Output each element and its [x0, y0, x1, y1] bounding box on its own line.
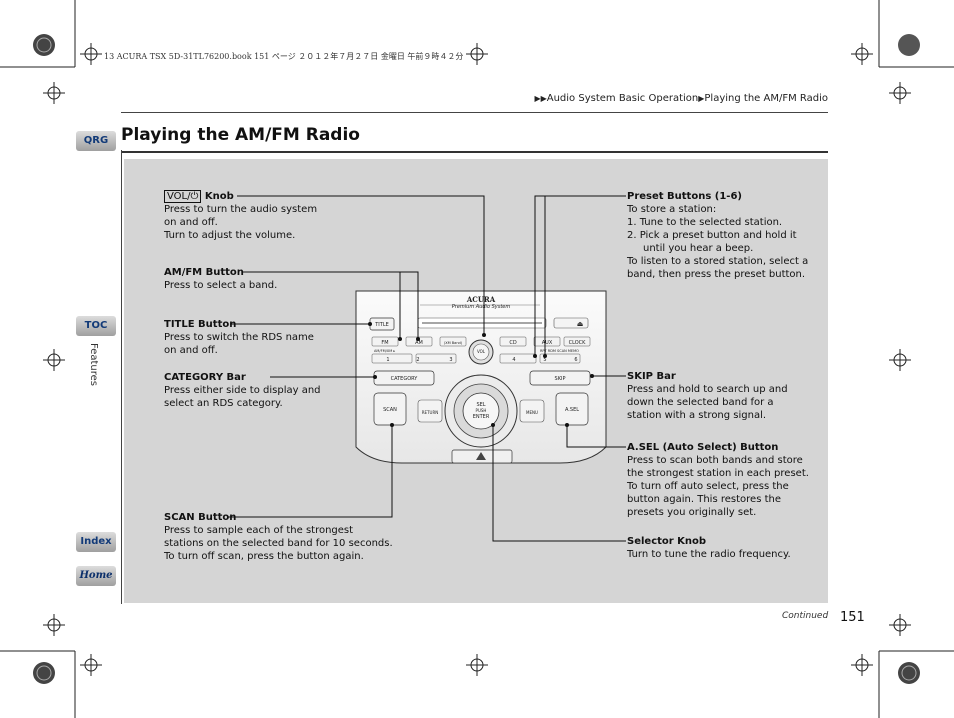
callout-text: To turn off auto select, press the — [627, 481, 789, 492]
radio-clock: CLOCK — [569, 340, 587, 346]
breadcrumb-current: Playing the AM/FM Radio — [704, 93, 828, 104]
breadcrumb-section-link[interactable]: Audio System Basic Operation — [546, 93, 699, 104]
callout-text: select an RDS category. — [164, 398, 283, 409]
callout-category-title: CATEGORY Bar — [164, 372, 246, 383]
radio-brand: ACURA — [466, 295, 496, 304]
callout-volume-knob: VOL/⏻ Knob Press to turn the audio syste… — [164, 190, 364, 242]
radio-cd: CD — [509, 340, 516, 346]
breadcrumb-separator: ▶ — [698, 94, 705, 103]
callout-selector-title: Selector Knob — [627, 536, 707, 547]
callout-text: To store a station: — [627, 204, 717, 215]
radio-enter: ENTER — [473, 414, 490, 420]
callout-preset-buttons: Preset Buttons (1-6) To store a station:… — [627, 190, 822, 281]
radio-title-button: TITLE — [374, 322, 389, 328]
radio-am: AM — [415, 340, 423, 346]
callout-text: stations on the selected band for 10 sec… — [164, 538, 393, 549]
callout-title-button-title: TITLE Button — [164, 319, 237, 330]
callout-text: on and off. — [164, 217, 218, 228]
callout-selector-knob: Selector Knob Turn to tune the radio fre… — [627, 535, 822, 561]
radio-vol: VOL — [477, 349, 486, 354]
radio-sel: SEL — [476, 402, 485, 408]
callout-amfm-button: AM/FM Button Press to select a band. — [164, 266, 364, 292]
callout-text: band, then press the preset button. — [627, 269, 806, 280]
margin-rule — [121, 150, 122, 604]
radio-menu: MENU — [526, 410, 538, 415]
callout-text: station with a strong signal. — [627, 410, 767, 421]
radio-preset-3: 3 — [449, 357, 452, 363]
radio-subtitle: Premium Audio System — [452, 304, 511, 310]
callout-scan-title: SCAN Button — [164, 512, 237, 523]
radio-ahf: AM/FM/XM ▸ — [374, 349, 395, 353]
breadcrumb: ▶▶Audio System Basic Operation▶Playing t… — [534, 93, 828, 104]
callout-asel-title: A.SEL (Auto Select) Button — [627, 442, 779, 453]
radio-return: RETURN — [422, 410, 438, 415]
callout-text: Turn to adjust the volume. — [164, 230, 296, 241]
page-title: Playing the AM/FM Radio — [121, 125, 360, 145]
radio-category: CATEGORY — [391, 376, 419, 382]
callout-text: the strongest station in each preset. — [627, 468, 809, 479]
callout-text: 2. Pick a preset button and hold it — [627, 230, 797, 241]
radio-fm: FM — [381, 340, 388, 346]
index-button[interactable]: Index — [76, 532, 116, 552]
vol-power-label: VOL/⏻ — [164, 190, 202, 203]
radio-preset-4: 4 — [512, 357, 515, 363]
callout-text: To listen to a stored station, select a — [627, 256, 809, 267]
radio-push: PUSH — [476, 408, 487, 413]
radio-preset-2: 2 — [416, 357, 419, 363]
home-button[interactable]: Home — [76, 566, 116, 586]
callout-text: Press to turn the audio system — [164, 204, 318, 215]
breadcrumb-arrows: ▶▶ — [534, 94, 547, 103]
radio-scan: SCAN — [383, 407, 397, 413]
toc-button[interactable]: TOC — [76, 316, 116, 336]
svg-text:⏏: ⏏ — [577, 320, 584, 328]
callout-category-bar: CATEGORY Bar Press either side to displa… — [164, 371, 364, 410]
callout-asel-button: A.SEL (Auto Select) Button Press to scan… — [627, 441, 822, 519]
callout-text: 1. Tune to the selected station. — [627, 217, 783, 228]
qrg-button[interactable]: QRG — [76, 131, 116, 151]
section-label-features: Features — [88, 343, 99, 386]
radio-rpt: RPT RDM SCAN MEMO — [540, 349, 579, 353]
radio-aux: AUX — [542, 340, 553, 346]
callout-text: Press and hold to search up and — [627, 384, 788, 395]
callout-text: on and off. — [164, 345, 218, 356]
callout-scan-button: SCAN Button Press to sample each of the … — [164, 511, 404, 563]
callout-text: Press to switch the RDS name — [164, 332, 314, 343]
callout-text: Press either side to display and — [164, 385, 321, 396]
radio-skip: SKIP — [555, 376, 566, 382]
hazard-icon — [476, 452, 486, 460]
callout-preset-title: Preset Buttons (1-6) — [627, 191, 742, 202]
callout-amfm-title: AM/FM Button — [164, 267, 244, 278]
callout-text: To turn off scan, press the button again… — [164, 551, 364, 562]
title-rule — [121, 151, 828, 153]
radio-preset-6: 6 — [574, 357, 577, 363]
radio-xm: (XM Band) — [444, 341, 463, 345]
callout-text: button again. This restores the — [627, 494, 781, 505]
continued-label: Continued — [782, 611, 829, 621]
callout-text: down the selected band for a — [627, 397, 774, 408]
callout-title-button: TITLE Button Press to switch the RDS nam… — [164, 318, 364, 357]
callout-text: Press to select a band. — [164, 280, 278, 291]
callout-skip-title: SKIP Bar — [627, 371, 676, 382]
radio-asel: A.SEL — [565, 407, 579, 413]
page-number: 151 — [840, 610, 865, 625]
print-header: 13 ACURA TSX 5D-31TL76200.book 151 ページ ２… — [104, 52, 464, 61]
callout-text: Press to sample each of the strongest — [164, 525, 354, 536]
callout-text: until you hear a beep. — [643, 243, 754, 254]
callout-text: Turn to tune the radio frequency. — [627, 549, 791, 560]
radio-preset-5: 5 — [543, 357, 546, 363]
callout-volume-title: Knob — [204, 191, 234, 202]
callout-skip-bar: SKIP Bar Press and hold to search up and… — [627, 370, 822, 422]
callout-text: presets you originally set. — [627, 507, 757, 518]
radio-preset-1: 1 — [386, 357, 389, 363]
header-rule — [121, 112, 828, 113]
callout-text: Press to scan both bands and store — [627, 455, 803, 466]
